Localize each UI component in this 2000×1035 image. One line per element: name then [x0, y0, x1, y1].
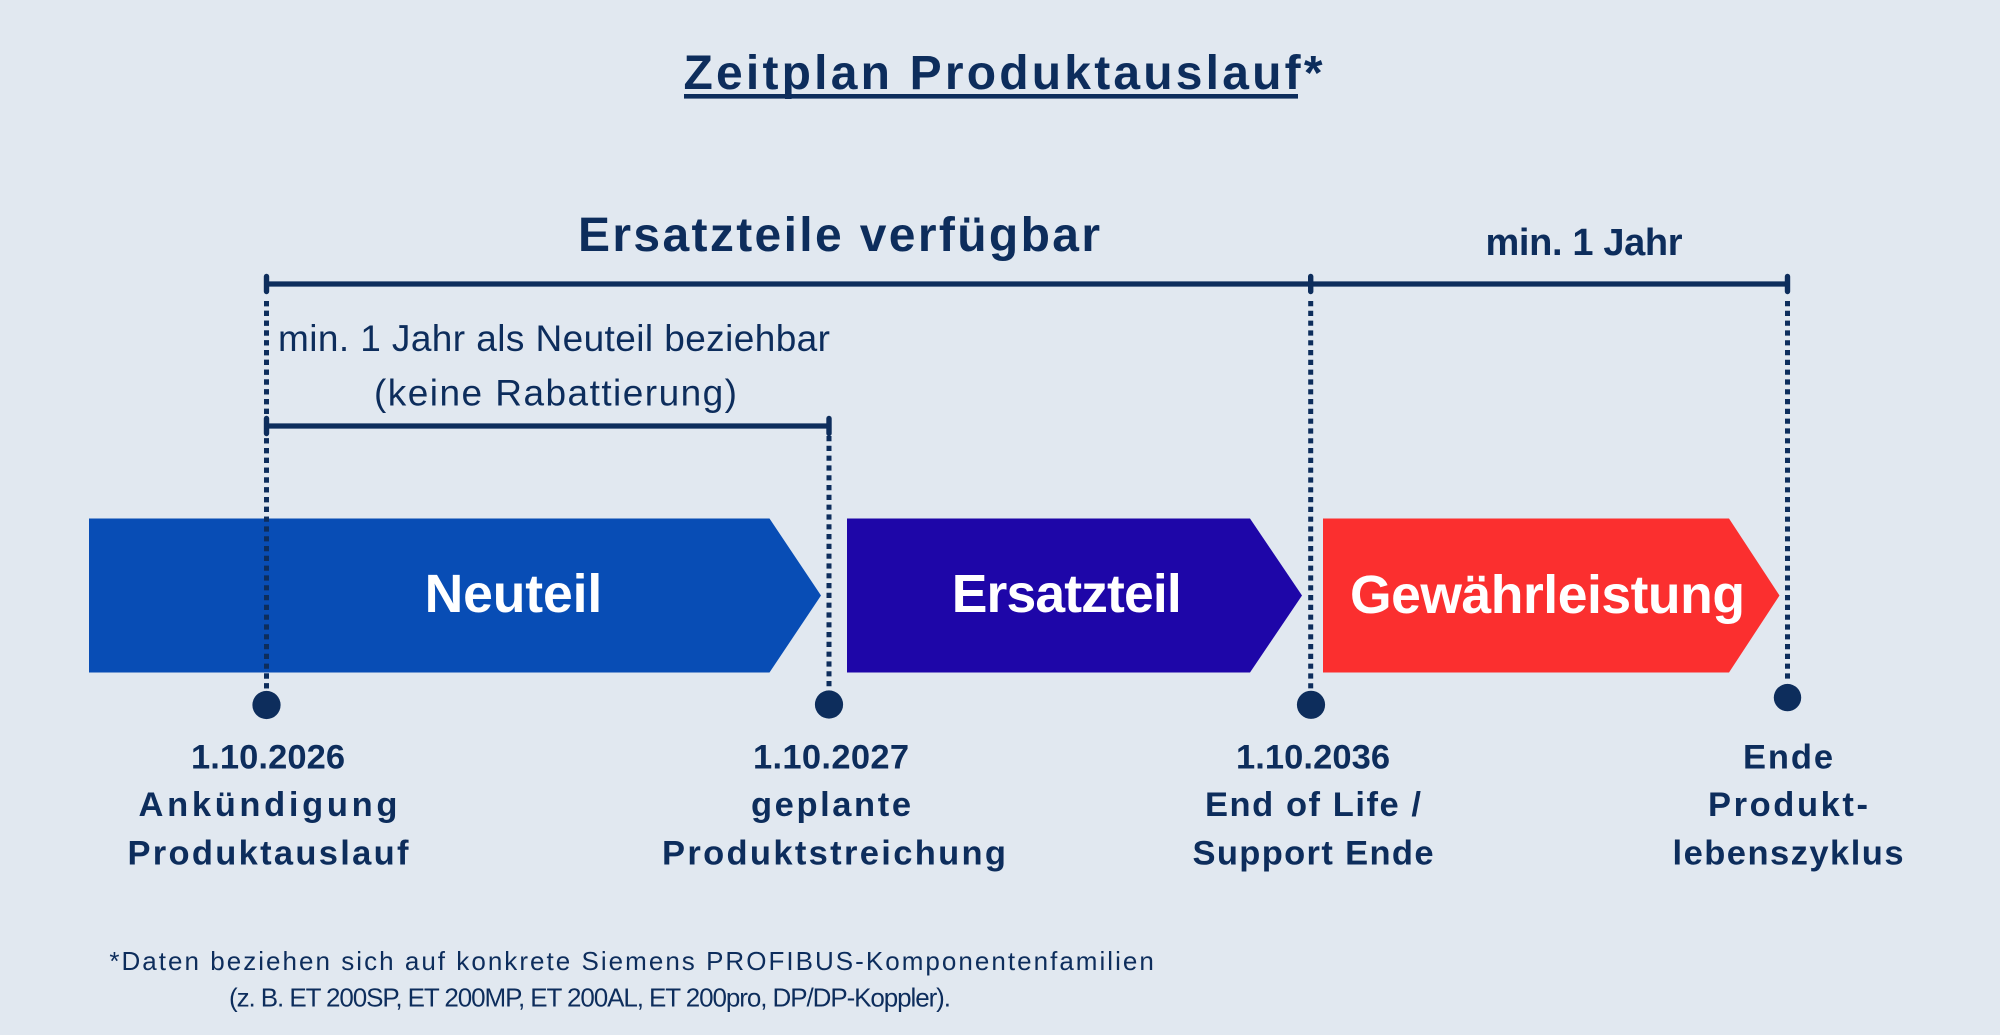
svg-text:Neuteil: Neuteil	[425, 565, 603, 624]
svg-text:Ersatzteil: Ersatzteil	[952, 565, 1182, 624]
svg-text:Ersatzteile verfügbar: Ersatzteile verfügbar	[578, 209, 1100, 262]
svg-text:Ende: Ende	[1743, 739, 1833, 777]
svg-text:Gewährleistung: Gewährleistung	[1350, 566, 1745, 625]
svg-text:1.10.2027: 1.10.2027	[753, 739, 909, 777]
svg-text:*Daten beziehen sich auf konkr: *Daten beziehen sich auf konkrete Siemen…	[109, 946, 1154, 976]
svg-text:(keine Rabattierung): (keine Rabattierung)	[374, 373, 737, 414]
svg-text:Ankündigung: Ankündigung	[139, 786, 398, 824]
svg-text:min. 1 Jahr als Neuteil bezieh: min. 1 Jahr als Neuteil beziehbar	[278, 318, 830, 359]
svg-text:1.10.2036: 1.10.2036	[1236, 739, 1390, 777]
svg-text:(z. B. ET 200SP, ET 200MP, ET: (z. B. ET 200SP, ET 200MP, ET 200AL, ET …	[229, 983, 951, 1013]
svg-text:1.10.2026: 1.10.2026	[191, 739, 345, 777]
svg-text:lebenszyklus: lebenszyklus	[1673, 835, 1904, 873]
svg-text:End of Life /: End of Life /	[1205, 786, 1421, 824]
svg-text:Produktauslauf: Produktauslauf	[128, 835, 410, 873]
svg-text:min. 1 Jahr: min. 1 Jahr	[1486, 222, 1683, 264]
svg-text:Produktstreichung: Produktstreichung	[662, 835, 1006, 873]
svg-text:Zeitplan Produktauslauf*: Zeitplan Produktauslauf*	[684, 47, 1323, 100]
svg-text:Support Ende: Support Ende	[1193, 835, 1434, 873]
